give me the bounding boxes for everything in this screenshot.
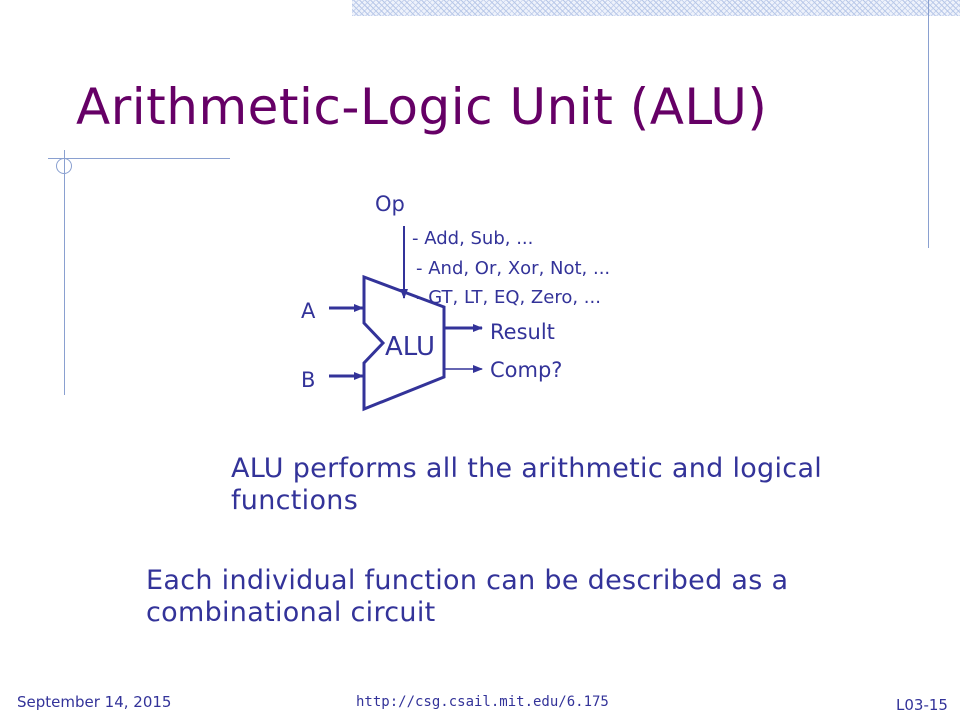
comp-label: Comp?	[490, 358, 562, 382]
footer-date: September 14, 2015	[17, 693, 172, 711]
header-hatch-decoration	[352, 0, 960, 16]
alu-block-label: ALU	[385, 332, 435, 362]
slide-title: Arithmetic-Logic Unit (ALU)	[76, 78, 768, 136]
input-a-label: A	[301, 299, 316, 323]
op-item-logic: - And, Or, Xor, Not, ...	[416, 258, 610, 279]
left-vertical-rule	[64, 150, 65, 395]
op-label: Op	[375, 192, 405, 216]
input-b-label: B	[301, 368, 315, 392]
title-underline-rule	[48, 158, 230, 159]
right-vertical-rule	[928, 0, 929, 248]
op-item-compare: - GT, LT, EQ, Zero, ...	[416, 287, 601, 308]
alu-block	[362, 274, 446, 412]
footer-slide-number: L03-15	[896, 696, 948, 714]
op-item-arith: - Add, Sub, ...	[412, 228, 533, 249]
corner-circle-decoration	[56, 158, 72, 174]
footer-url: http://csg.csail.mit.edu/6.175	[356, 694, 609, 710]
alu-description-paragraph: ALU performs all the arithmetic and logi…	[231, 453, 823, 516]
result-label: Result	[490, 320, 555, 344]
combinational-circuit-paragraph: Each individual function can be describe…	[146, 565, 789, 628]
